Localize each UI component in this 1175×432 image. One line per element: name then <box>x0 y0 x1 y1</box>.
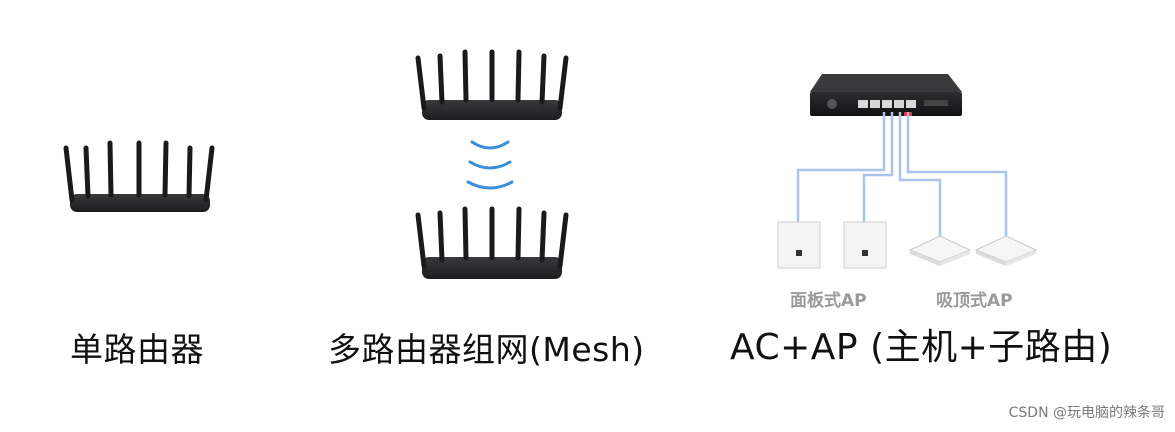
mesh-router-bottom-icon <box>418 209 566 279</box>
single-router-icon <box>66 143 212 212</box>
ap-cables <box>798 112 1006 238</box>
watermark: CSDN @玩电脑的辣条哥 <box>1009 402 1165 422</box>
single-router-caption: 单路由器 <box>70 330 204 370</box>
ac-ap-caption: AC+AP (主机+子路由) <box>730 328 1112 368</box>
wireless-signal-icon <box>468 142 512 188</box>
panel-ap-right-icon <box>844 222 886 268</box>
ceiling-ap-label: 吸顶式AP <box>936 286 1013 311</box>
ac-switch-icon <box>810 74 962 116</box>
mesh-caption: 多路由器组网(Mesh) <box>328 330 645 370</box>
panel-ap-label: 面板式AP <box>790 286 867 311</box>
ceiling-ap-left-icon <box>910 236 970 266</box>
panel-ap-left-icon <box>778 222 820 268</box>
ceiling-ap-right-icon <box>976 236 1036 266</box>
mesh-router-top-icon <box>418 52 566 120</box>
